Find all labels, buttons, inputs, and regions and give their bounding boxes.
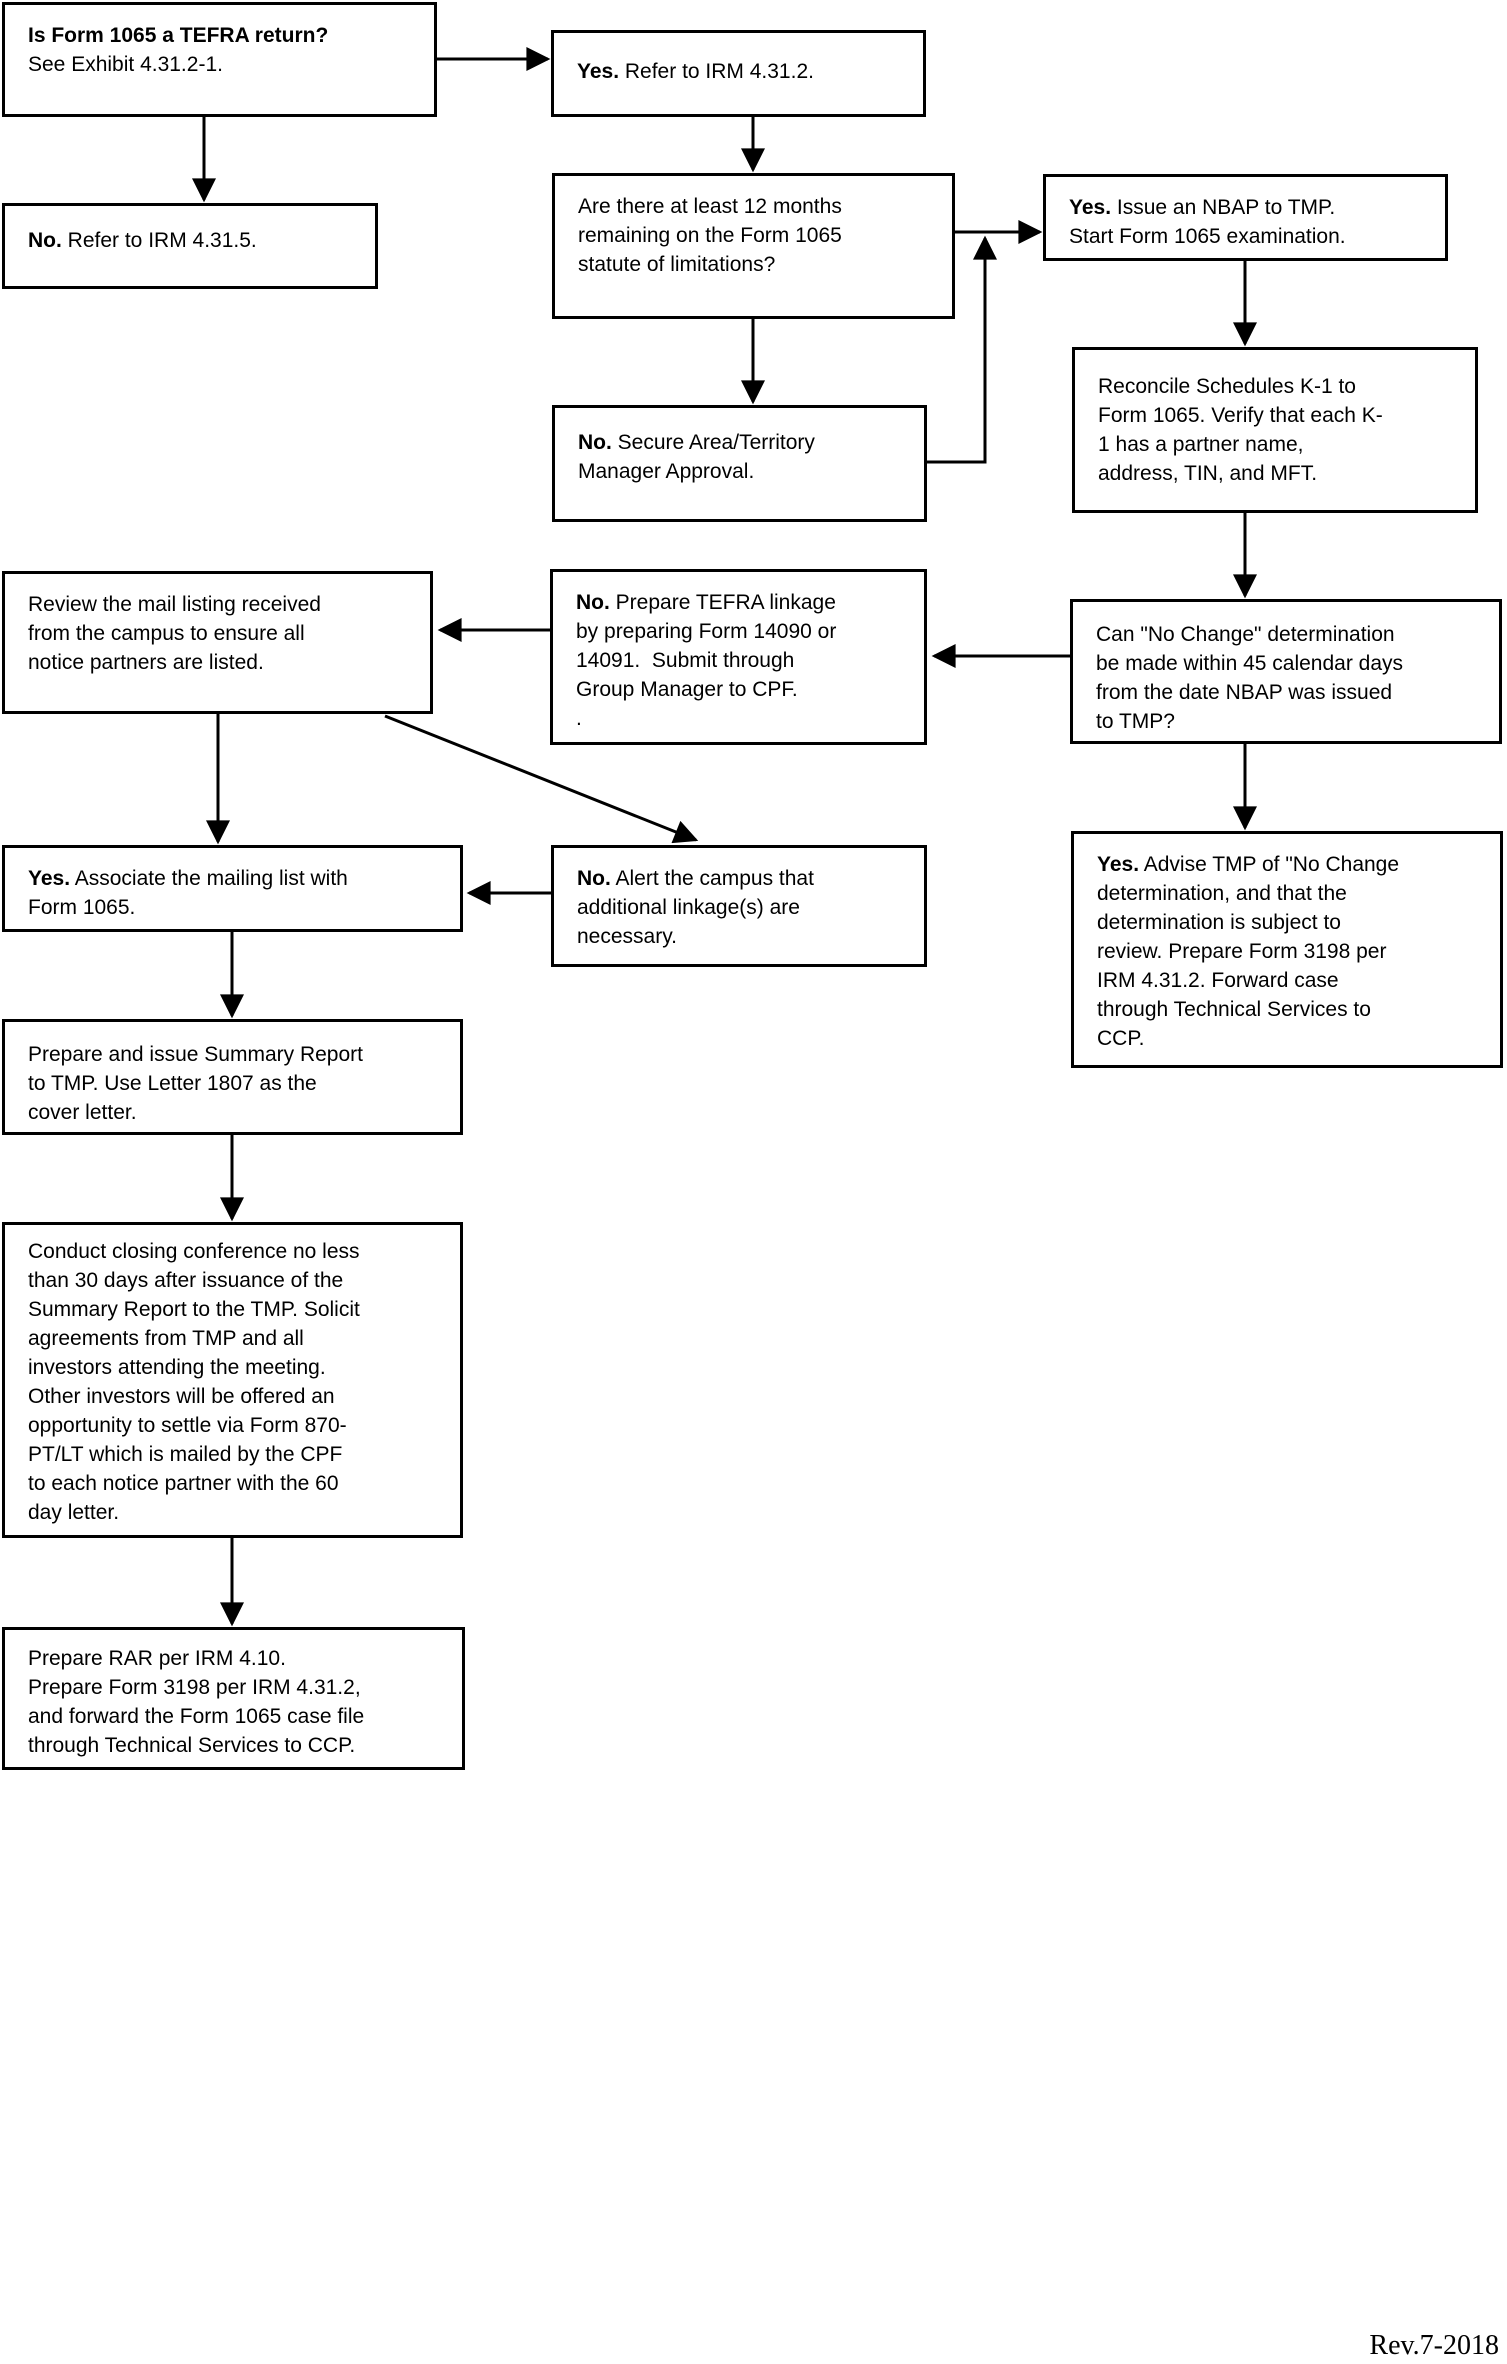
node-no-secure-text: Secure Area/Territory Manager Approval. [578,431,815,483]
node-prepare-summary-report: Prepare and issue Summary Report to TMP.… [2,1019,463,1135]
node-yes-refer-irm-4-31-2: Yes. Refer to IRM 4.31.2. [551,30,926,117]
node-yes-associate-mailing-list: Yes. Associate the mailing list with For… [2,845,463,932]
node-conduct-closing-conference-text: Conduct closing conference no less than … [28,1240,360,1524]
node-no-refer-prefix: No. [28,229,62,252]
node-no-secure-manager-approval: No. Secure Area/Territory Manager Approv… [552,405,927,522]
node-yes-advise-text: Advise TMP of "No Change determination, … [1097,853,1400,1050]
arrow-review-to-alert-diagonal [384,714,699,844]
node-yes-associate-text: Associate the mailing list with Form 106… [28,867,348,919]
node-yes-associate-prefix: Yes. [28,867,71,890]
node-no-refer-text: Refer to IRM 4.31.5. [61,229,257,252]
node-yes-advise-prefix: Yes. [1097,853,1140,876]
node-yes-issue-nbap-text: Issue an NBAP to TMP. Start Form 1065 ex… [1069,196,1346,248]
node-yes-advise-tmp: Yes. Advise TMP of "No Change determinat… [1071,831,1503,1068]
node-yes-issue-nbap-prefix: Yes. [1069,196,1112,219]
node-conduct-closing-conference: Conduct closing conference no less than … [2,1222,463,1538]
node-review-mail-listing-text: Review the mail listing received from th… [28,593,321,674]
node-no-change-question: Can "No Change" determination be made wi… [1070,599,1502,744]
arrow-approval-feedback [927,235,997,464]
node-tefra-question-text: See Exhibit 4.31.2-1. [28,53,223,76]
node-no-change-question-text: Can "No Change" determination be made wi… [1096,623,1404,733]
node-yes-refer-text: Refer to IRM 4.31.2. [619,60,814,83]
node-statute-question: Are there at least 12 months remaining o… [552,173,955,319]
node-statute-question-text: Are there at least 12 months remaining o… [578,195,842,276]
node-prepare-rar-text: Prepare RAR per IRM 4.10. Prepare Form 3… [28,1647,365,1757]
node-prepare-rar: Prepare RAR per IRM 4.10. Prepare Form 3… [2,1627,465,1770]
node-no-alert-campus: No. Alert the campus that additional lin… [551,845,927,967]
node-yes-issue-nbap: Yes. Issue an NBAP to TMP. Start Form 10… [1043,174,1448,261]
node-tefra-question-title: Is Form 1065 a TEFRA return? [28,24,329,47]
node-yes-refer-prefix: Yes. [577,60,620,83]
node-no-linkage-prefix: No. [576,591,610,614]
node-no-secure-prefix: No. [578,431,612,454]
node-no-linkage-text: Prepare TEFRA linkage by preparing Form … [576,591,837,730]
node-reconcile-k1-text: Reconcile Schedules K-1 to Form 1065. Ve… [1098,375,1383,485]
node-no-prepare-tefra-linkage: No. Prepare TEFRA linkage by preparing F… [550,569,927,745]
node-no-alert-text: Alert the campus that additional linkage… [577,867,814,948]
node-prepare-summary-report-text: Prepare and issue Summary Report to TMP.… [28,1043,363,1124]
node-tefra-question: Is Form 1065 a TEFRA return? See Exhibit… [2,2,437,117]
revision-label: Rev.7-2018 [1369,2330,1499,2361]
node-review-mail-listing: Review the mail listing received from th… [2,571,433,714]
node-no-refer-irm-4-31-5: No. Refer to IRM 4.31.5. [2,203,378,289]
node-no-alert-prefix: No. [577,867,611,890]
node-reconcile-k1: Reconcile Schedules K-1 to Form 1065. Ve… [1072,347,1478,513]
